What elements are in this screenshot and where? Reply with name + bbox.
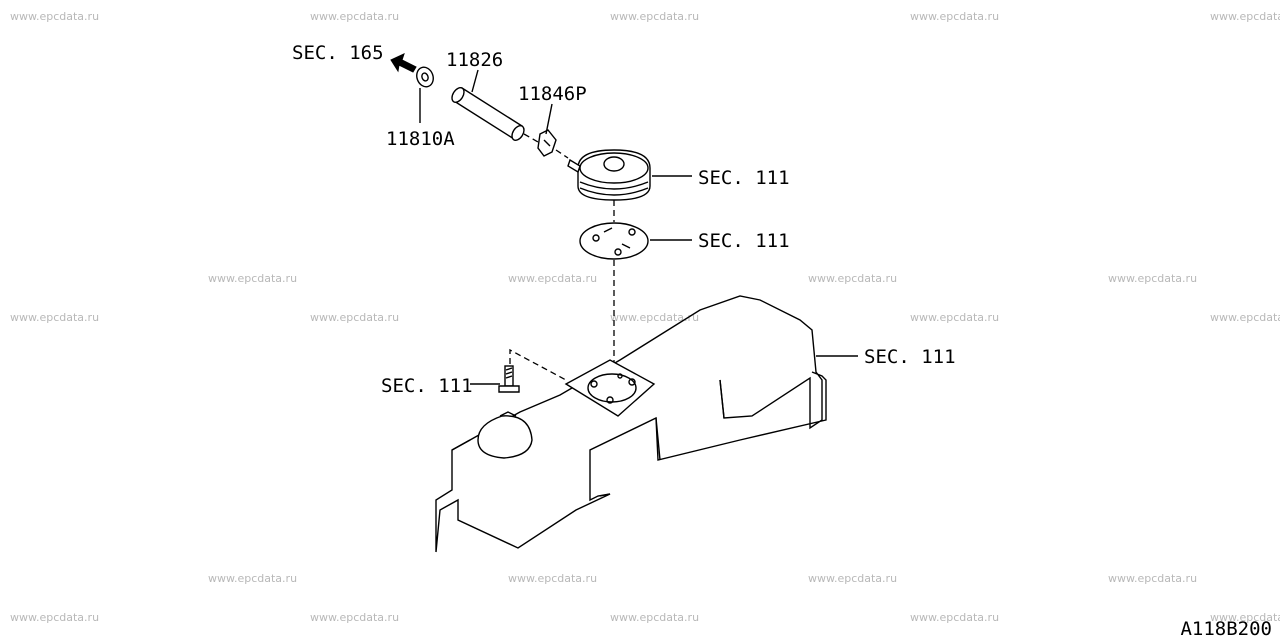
watermark-text: www.epcdata.ru	[208, 272, 298, 285]
mounting-boss	[564, 359, 656, 417]
watermark-text: www.epcdata.ru	[610, 10, 700, 23]
watermark-text: www.epcdata.ru	[1210, 311, 1280, 324]
watermark-text: www.epcdata.ru	[910, 10, 1000, 23]
watermark-text: www.epcdata.ru	[508, 572, 598, 585]
breather-cap[interactable]	[567, 149, 692, 201]
watermark-text: www.epcdata.ru	[610, 611, 700, 624]
watermark-text: www.epcdata.ru	[508, 272, 598, 285]
direction-arrow-icon	[390, 53, 417, 73]
label-part-11846p: 11846P	[518, 83, 587, 105]
hose-11826[interactable]	[450, 69, 527, 142]
label-sec-111-cover: SEC. 111	[864, 346, 956, 368]
washer-11810a[interactable]	[414, 65, 436, 123]
clamp-11846p[interactable]	[523, 103, 569, 159]
label-sec-111-gasket: SEC. 111	[698, 230, 790, 252]
label-sec-111-cap: SEC. 111	[698, 167, 790, 189]
label-part-11826: 11826	[446, 49, 503, 71]
gasket[interactable]	[579, 200, 692, 372]
watermark-text: www.epcdata.ru	[310, 10, 400, 23]
diagram-code: A118B200	[1180, 618, 1272, 640]
watermark-text: www.epcdata.ru	[10, 10, 100, 23]
oil-filler-cap	[477, 411, 533, 459]
watermark-text: www.epcdata.ru	[808, 272, 898, 285]
watermark-text: www.epcdata.ru	[10, 311, 100, 324]
watermark-text: www.epcdata.ru	[910, 611, 1000, 624]
rocker-cover[interactable]	[435, 295, 858, 553]
label-part-11810a: 11810A	[386, 128, 455, 150]
label-sec-111-bolt: SEC. 111	[381, 375, 473, 397]
watermark-text: www.epcdata.ru	[610, 311, 700, 324]
bolt[interactable]	[470, 348, 567, 393]
watermark-text: www.epcdata.ru	[208, 572, 298, 585]
label-sec-165: SEC. 165	[292, 42, 384, 64]
watermark-text: www.epcdata.ru	[310, 611, 400, 624]
watermark-text: www.epcdata.ru	[1210, 10, 1280, 23]
watermark-text: www.epcdata.ru	[808, 572, 898, 585]
watermark-text: www.epcdata.ru	[10, 611, 100, 624]
watermark-text: www.epcdata.ru	[910, 311, 1000, 324]
watermark-text: www.epcdata.ru	[1108, 272, 1198, 285]
watermark-text: www.epcdata.ru	[1108, 572, 1198, 585]
watermark-text: www.epcdata.ru	[1210, 611, 1280, 624]
watermark-text: www.epcdata.ru	[310, 311, 400, 324]
